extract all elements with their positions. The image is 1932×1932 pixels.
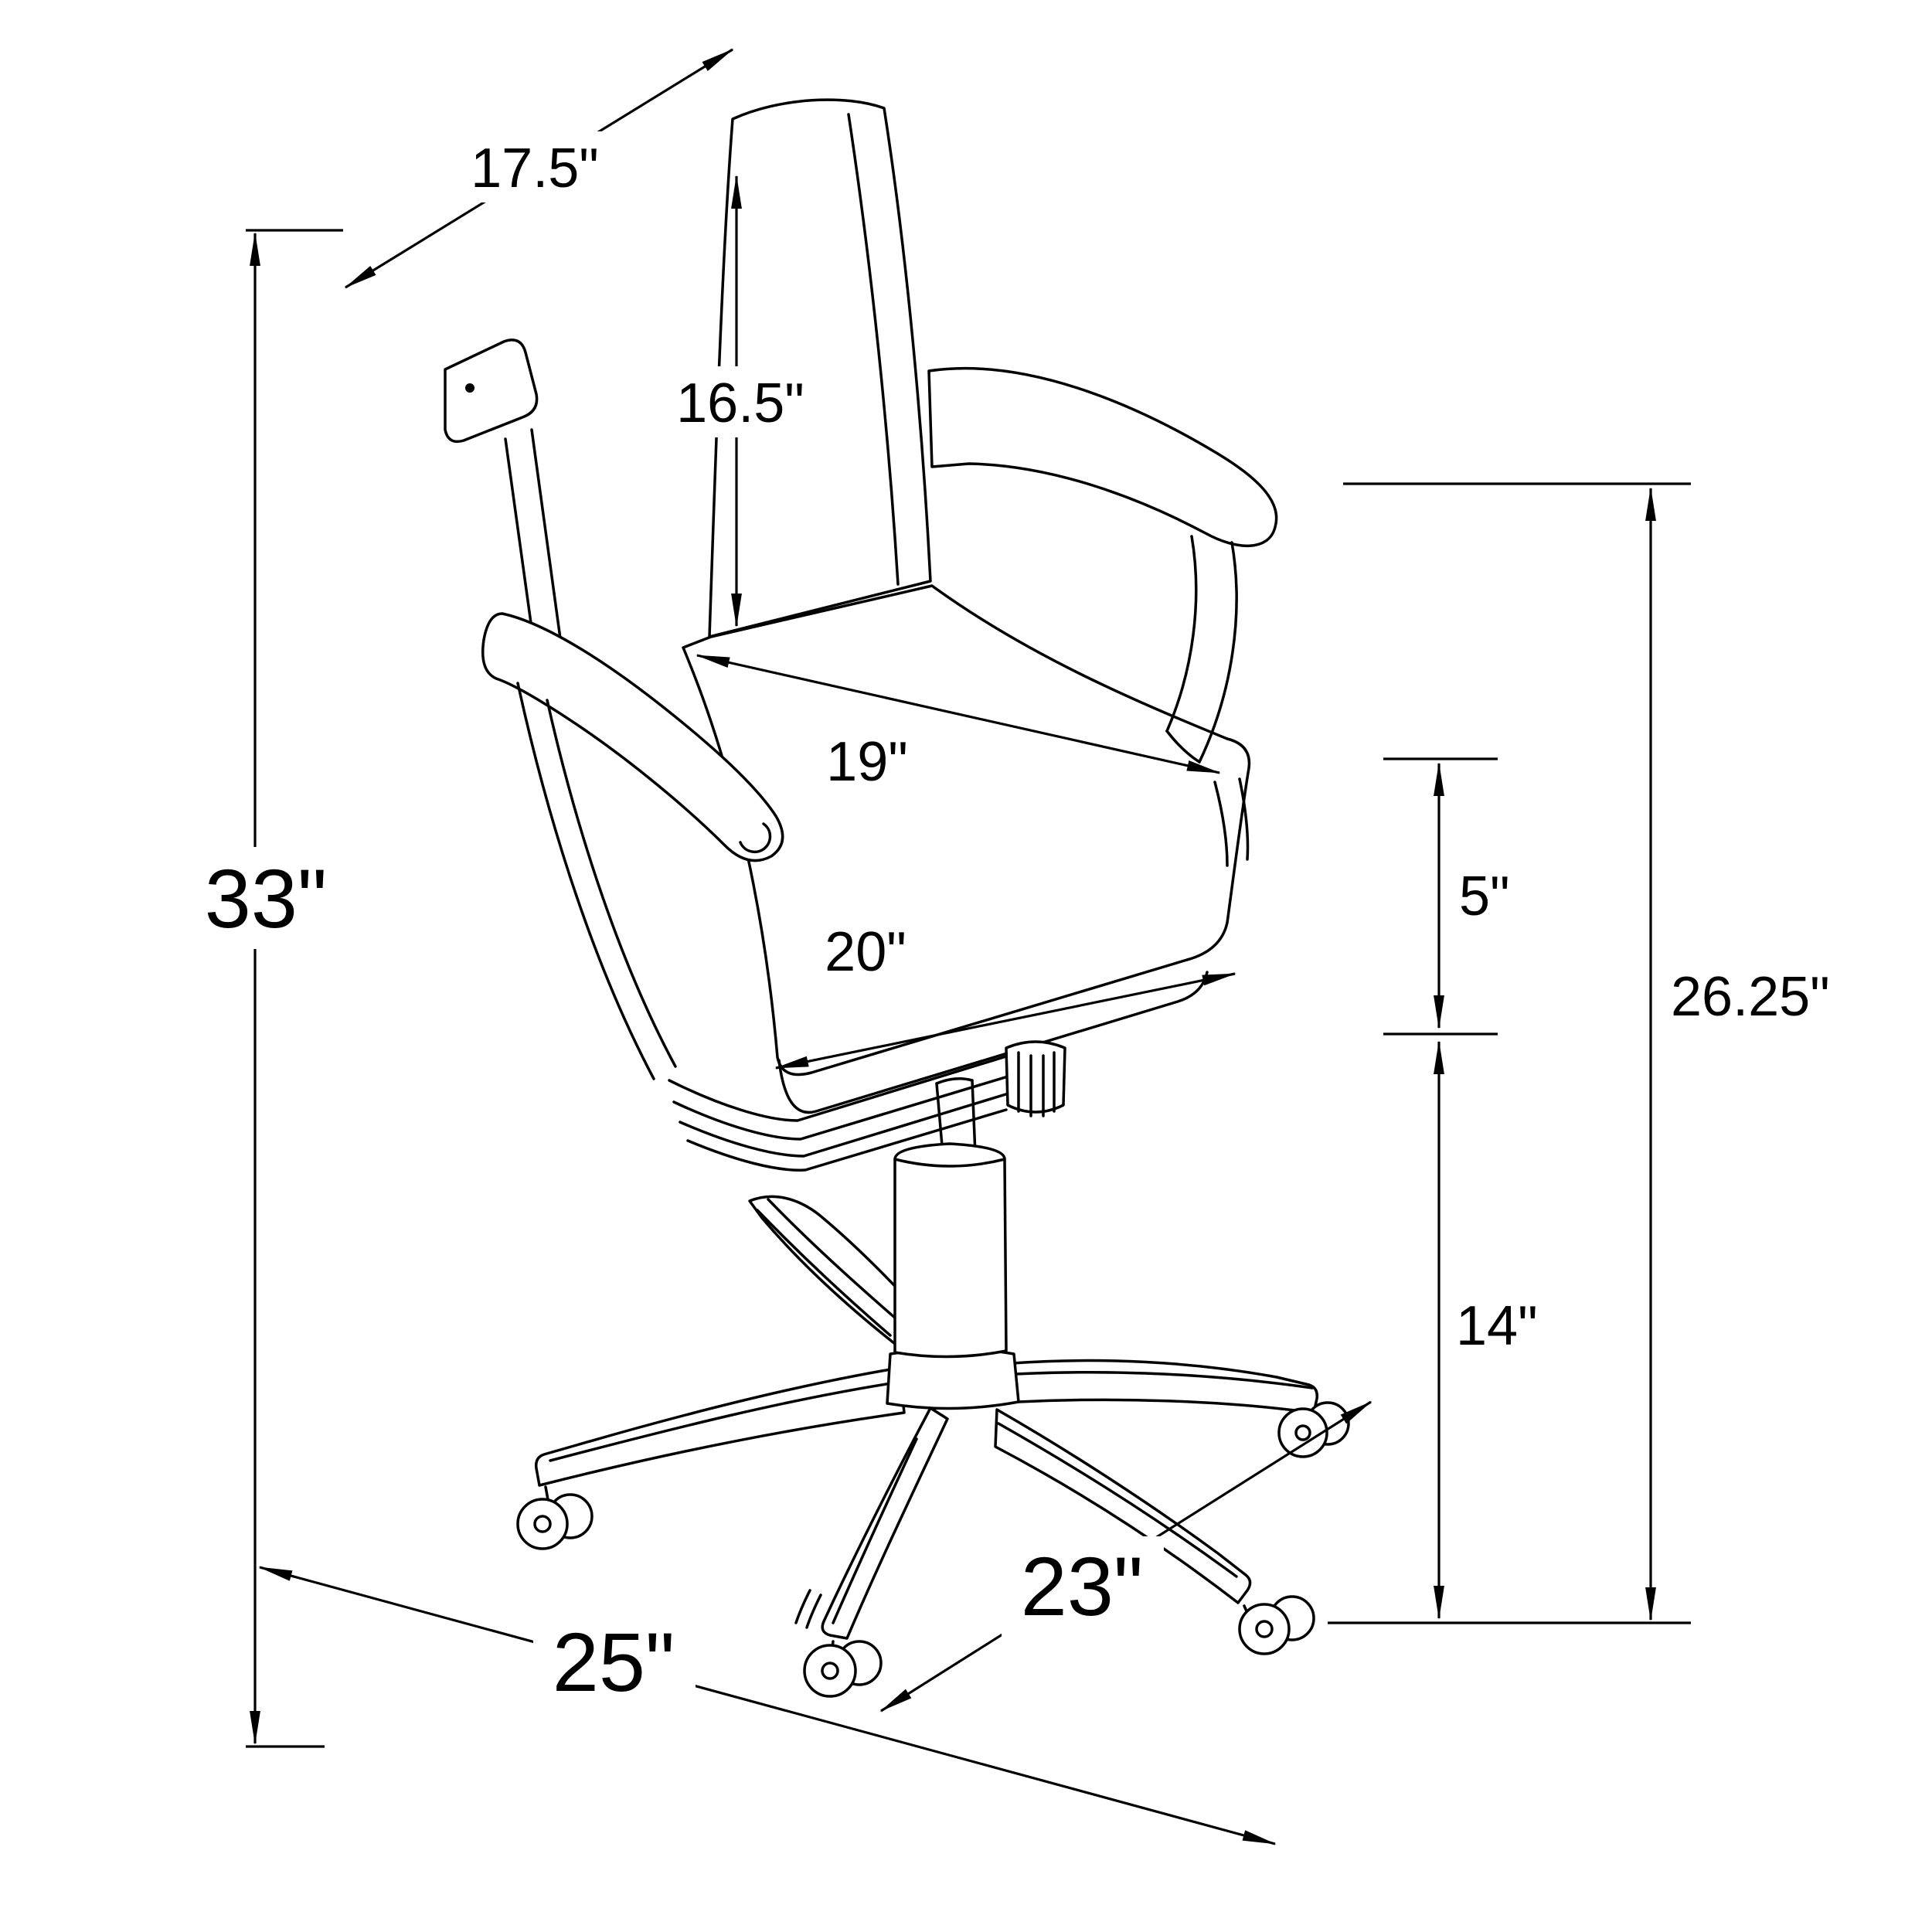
dim-seat-depth: 19" <box>696 654 1221 793</box>
dimension-label: 16.5" <box>676 372 804 434</box>
dimension-label-bg <box>533 1612 696 1713</box>
dimension-label: 5" <box>1459 866 1510 927</box>
chair-left-armrest <box>481 612 784 1080</box>
dimension-lines: 17.5" 16.5" 33" 19" 20" 5" <box>185 48 1830 1845</box>
dim-base-diagonal: 23" <box>879 1400 1372 1713</box>
dimension-label: 33" <box>205 852 327 945</box>
dimension-label: 17.5" <box>471 138 599 199</box>
dimension-label: 14" <box>1456 1295 1538 1357</box>
screw-dot <box>465 383 474 393</box>
caster-front <box>803 1640 883 1698</box>
dimension-label: 20" <box>825 921 906 983</box>
dimension-label: 19" <box>826 731 908 793</box>
dimension-label: 23" <box>1021 1539 1143 1633</box>
dimension-label-bg <box>646 366 836 437</box>
dim-backrest-height: 16.5" <box>646 175 836 628</box>
dimension-label-bg <box>185 847 346 949</box>
dim-arm-height: 26.25" <box>1328 482 1830 1624</box>
dim-overall-height: 33" <box>185 229 346 1748</box>
dimension-label-bg <box>444 131 628 202</box>
dimension-label: 26.25" <box>1671 966 1830 1028</box>
caster-left <box>516 1485 594 1550</box>
dim-backrest-width: 17.5" <box>344 48 734 289</box>
dim-seat-width: 20" <box>774 921 1236 1070</box>
caster-front-right <box>1238 1595 1315 1655</box>
dim-base-height: 14" <box>1434 1040 1538 1620</box>
chair-pedestal-column <box>893 1142 1008 1359</box>
chair-seat-frame <box>668 1051 1020 1172</box>
chair-line-drawing <box>444 98 1350 1698</box>
dim-seat-thickness: 5" <box>1383 757 1510 1036</box>
chair-height-adjuster <box>1005 1040 1066 1117</box>
dim-base-width: 25" <box>258 1566 1277 1845</box>
dimension-label: 25" <box>553 1615 675 1709</box>
chair-pedestal-neck <box>935 1077 977 1156</box>
